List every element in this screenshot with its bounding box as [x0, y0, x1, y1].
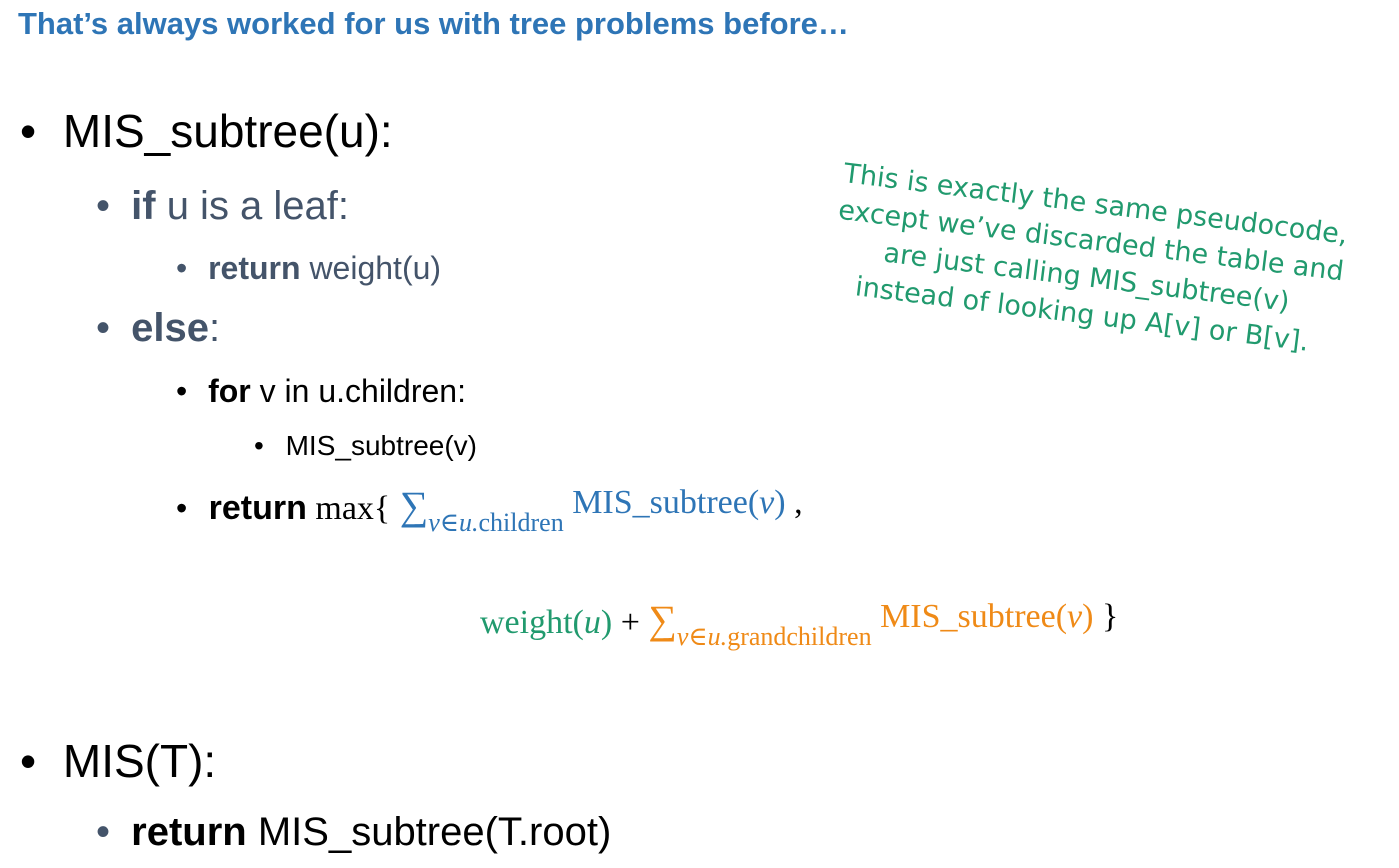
- else-colon: :: [209, 306, 221, 350]
- weight-close: ): [600, 604, 613, 641]
- children-sum-term: ∑v∈u.children MIS_subtree(v): [400, 483, 794, 537]
- if-keyword: if: [131, 184, 156, 228]
- fn-subtree-header: • MIS_subtree(u):: [20, 104, 393, 158]
- sum-sub-word: children: [478, 508, 564, 537]
- return-max-line: • return max{ ∑v∈u.children MIS_subtree(…: [176, 482, 803, 538]
- grandchildren-sum-term: ∑v∈u.grandchildren MIS_subtree(v): [648, 597, 1102, 651]
- grandchildren-line: weight(u) + ∑v∈u.grandchildren MIS_subtr…: [480, 596, 1118, 652]
- for-keyword: for: [208, 373, 251, 409]
- term2-close: ): [1082, 598, 1094, 635]
- recursive-call-line: • MIS_subtree(v): [254, 430, 477, 462]
- else-line: • else:: [96, 306, 220, 351]
- sum-symbol: ∑: [399, 483, 429, 528]
- bullet: •: [176, 490, 188, 526]
- for-clause: v in u.children:: [250, 373, 466, 409]
- max-open: max{: [306, 490, 391, 527]
- return-keyword: return: [208, 489, 307, 527]
- comma: ,: [794, 484, 803, 521]
- term1-close: ): [774, 484, 786, 521]
- bullet: •: [20, 105, 37, 157]
- annotation-note: This is exactly the same pseudocode, exc…: [787, 150, 1391, 369]
- fn-mis-signature: MIS(T):: [62, 735, 217, 787]
- bullet: •: [254, 430, 264, 461]
- term2-var: v: [1067, 598, 1083, 635]
- weight-var: u: [583, 604, 601, 641]
- bullet: •: [96, 810, 111, 854]
- fn-subtree-signature: MIS_subtree(u):: [62, 105, 393, 157]
- sum-symbol: ∑: [648, 597, 677, 642]
- sum-sub-var: v∈u.: [428, 508, 479, 537]
- fn-mis-return-line: • return MIS_subtree(T.root): [96, 810, 611, 855]
- weight-name: weight(: [480, 604, 584, 641]
- bullet: •: [96, 184, 111, 228]
- term1-name: MIS_subtree(: [572, 484, 760, 521]
- return-keyword: return: [131, 810, 247, 854]
- plus-sign: +: [612, 604, 649, 641]
- brace-close: }: [1101, 598, 1119, 635]
- fn-mis-return-value: MIS_subtree(T.root): [246, 810, 612, 854]
- return-leaf-value: weight(u): [300, 250, 442, 286]
- weight-term: weight(u): [480, 604, 612, 641]
- bullet: •: [20, 735, 37, 787]
- return-keyword: return: [208, 250, 301, 286]
- for-line: • for v in u.children:: [176, 373, 466, 410]
- sum-sub-word: grandchildren: [727, 622, 872, 651]
- sum-sub-var: v∈u.: [676, 622, 728, 651]
- bullet: •: [96, 306, 111, 350]
- slide-title: That’s always worked for us with tree pr…: [18, 6, 849, 41]
- else-keyword: else: [131, 306, 209, 350]
- recursive-call: MIS_subtree(v): [285, 430, 477, 461]
- if-condition: u is a leaf:: [155, 184, 350, 228]
- fn-mis-header: • MIS(T):: [20, 734, 216, 788]
- if-line: • if u is a leaf:: [96, 184, 349, 229]
- term2-name: MIS_subtree(: [880, 598, 1068, 635]
- return-leaf-line: • return weight(u): [176, 250, 441, 287]
- bullet: •: [176, 373, 188, 409]
- term1-var: v: [759, 484, 775, 521]
- bullet: •: [176, 250, 188, 286]
